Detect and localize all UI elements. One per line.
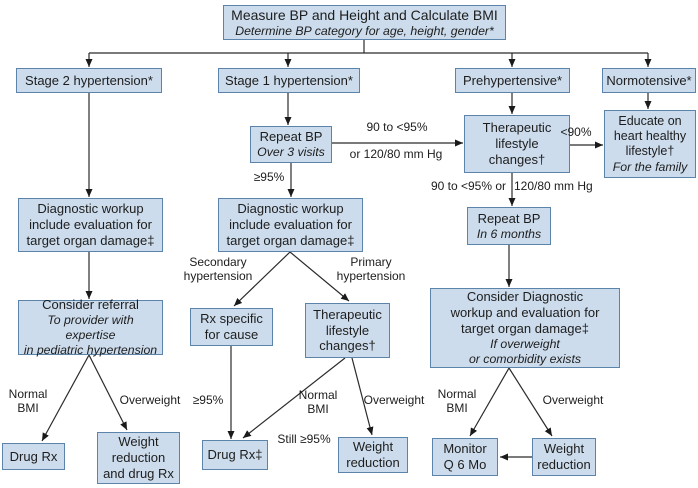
node-prehypertensive: Prehypertensive* [455, 68, 570, 93]
edge-label-normal-bmi-left: Normal BMI [8, 387, 48, 415]
node-consider-referral-title: Consider referral [42, 297, 139, 313]
node-therapeutic-mid-title: Therapeutic lifestyle changes† [313, 306, 382, 354]
node-prehypertensive-title: Prehypertensive* [463, 72, 562, 88]
edge-label-primary-hypertension: Primary hypertension [336, 255, 406, 283]
node-rx-specific-for-cause: Rx specific for cause [190, 308, 273, 346]
node-consider-referral-subtitle: To provider with expertise in pediatric … [23, 313, 158, 357]
node-repeat-bp-6-months: Repeat BP In 6 months [467, 207, 551, 245]
node-weight-reduction-and-drug-rx: Weight reduction and drug Rx [97, 432, 180, 484]
node-monitor-q6mo-title: Monitor Q 6 Mo [443, 441, 487, 472]
node-diagnostic-left-title: Diagnostic workup include evaluation for… [26, 201, 155, 248]
node-weight-reduction-drug-rx-title: Weight reduction and drug Rx [103, 434, 174, 481]
node-repeat-bp-3-visits-title: Repeat BP [259, 129, 323, 145]
node-measure-bp-title: Measure BP and Height and Calculate BMI [231, 6, 498, 23]
edge-label-overweight-mid: Overweight [363, 393, 425, 407]
node-educate-heart-healthy: Educate on heart healthy lifestyle† For … [604, 110, 696, 178]
edge-label-overweight-left: Overweight [119, 393, 181, 407]
node-consider-referral: Consider referral To provider with exper… [18, 297, 163, 357]
node-consider-diagnostic-title: Consider Diagnostic workup and evaluatio… [450, 289, 600, 337]
edge-label-120-80-mmhg: 120/80 mm Hg [514, 179, 606, 194]
node-consider-diagnostic-workup: Consider Diagnostic workup and evaluatio… [430, 288, 620, 368]
node-normotensive-title: Normotensive* [606, 72, 692, 88]
node-drug-rx-left: Drug Rx [2, 443, 65, 470]
node-repeat-bp-6-months-title: Repeat BP [477, 210, 541, 226]
node-drug-rx-mid: Drug Rx‡ [202, 440, 268, 470]
node-weight-reduction-mid: Weight reduction [338, 437, 408, 473]
node-diagnostic-mid-title: Diagnostic workup include evaluation for… [226, 201, 355, 248]
node-diagnostic-workup-left: Diagnostic workup include evaluation for… [18, 198, 163, 252]
node-stage1-title: Stage 1 hypertension* [225, 72, 353, 88]
node-weight-reduction-right-title: Weight reduction [537, 441, 591, 472]
edge-label-or-120-80: or 120/80 mm Hg [349, 147, 443, 161]
node-stage2-title: Stage 2 hypertension* [25, 72, 153, 88]
node-therapeutic-right-title: Therapeutic lifestyle changes† [482, 120, 552, 167]
edge-label-ge95-left: ≥95% [192, 393, 224, 407]
node-diagnostic-workup-mid: Diagnostic workup include evaluation for… [218, 198, 363, 252]
edge-label-still-ge95: Still ≥95% [277, 432, 331, 446]
node-stage2-hypertension: Stage 2 hypertension* [16, 68, 162, 93]
node-therapeutic-lifestyle-changes-right: Therapeutic lifestyle changes† [464, 115, 570, 173]
node-repeat-bp-3-visits-subtitle: Over 3 visits [257, 145, 325, 160]
edge-label-ge95-mid: ≥95% [253, 170, 285, 184]
node-educate-subtitle: For the family [612, 159, 688, 174]
node-weight-reduction-right: Weight reduction [532, 438, 596, 476]
node-normotensive: Normotensive* [602, 68, 696, 93]
node-drug-rx-left-title: Drug Rx [9, 448, 58, 464]
node-measure-bp-subtitle: Determine BP category for age, height, g… [235, 23, 494, 38]
node-repeat-bp-3-visits: Repeat BP Over 3 visits [250, 126, 332, 163]
edge-label-secondary-hypertension: Secondary hypertension [183, 255, 253, 283]
node-drug-rx-mid-title: Drug Rx‡ [207, 447, 263, 463]
edge-label-lt90: <90% [560, 125, 592, 139]
node-rx-specific-title: Rx specific for cause [200, 311, 263, 342]
node-therapeutic-lifestyle-changes-mid: Therapeutic lifestyle changes† [305, 303, 390, 358]
edge-label-90-95-or: 90 to <95% or [418, 179, 506, 194]
node-monitor-q6mo: Monitor Q 6 Mo [432, 438, 498, 476]
edge-label-normal-bmi-right: Normal BMI [437, 387, 477, 415]
edge-label-normal-bmi-mid: Normal BMI [298, 388, 338, 416]
node-weight-reduction-mid-title: Weight reduction [346, 439, 400, 470]
node-repeat-bp-6-months-subtitle: In 6 months [476, 226, 542, 241]
node-consider-diagnostic-subtitle: If overweight or comorbidity exists [468, 337, 582, 366]
node-educate-title: Educate on heart healthy lifestyle† [613, 113, 687, 159]
node-measure-bp: Measure BP and Height and Calculate BMI … [223, 5, 506, 40]
node-stage1-hypertension: Stage 1 hypertension* [218, 68, 360, 93]
edge-label-90-to-95: 90 to <95% [366, 120, 428, 134]
edge-label-overweight-right: Overweight [542, 393, 604, 407]
